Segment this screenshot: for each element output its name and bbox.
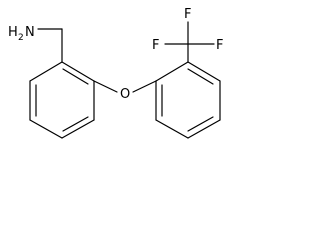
atom-label-f-right: F bbox=[216, 38, 223, 53]
atom-label-h-count: 2 bbox=[18, 33, 24, 43]
bond-ring1-d bbox=[29, 119, 63, 139]
atom-label-f-top: F bbox=[184, 7, 191, 22]
bond-ring1-o bbox=[93, 80, 118, 93]
molecule-drawing: H 2 N O F F F bbox=[8, 7, 223, 139]
atom-label-f-left: F bbox=[152, 38, 159, 53]
double-bond-ring2-1 bbox=[187, 68, 214, 85]
atom-label-o: O bbox=[120, 87, 130, 102]
bond-ring1-a bbox=[61, 61, 95, 82]
structure-canvas: H 2 N O F F F bbox=[8, 7, 224, 139]
bond-ring2-a bbox=[155, 61, 189, 82]
bond-o-ring2 bbox=[132, 80, 157, 93]
bond-ring1-f bbox=[29, 61, 63, 82]
left-benzene-ring bbox=[29, 61, 95, 139]
atom-label-n: N bbox=[25, 25, 35, 40]
bond-ring2-d bbox=[187, 119, 221, 139]
double-bond-ring1-2 bbox=[62, 116, 89, 132]
bond-ring2-b bbox=[187, 61, 221, 82]
double-bond-ring2-2 bbox=[187, 116, 214, 132]
bond-ring2-e bbox=[155, 119, 189, 139]
double-bond-ring1-1 bbox=[62, 68, 89, 85]
bond-ring1-c bbox=[61, 119, 95, 139]
atom-label-h: H bbox=[8, 25, 18, 40]
right-benzene-ring bbox=[155, 61, 221, 139]
